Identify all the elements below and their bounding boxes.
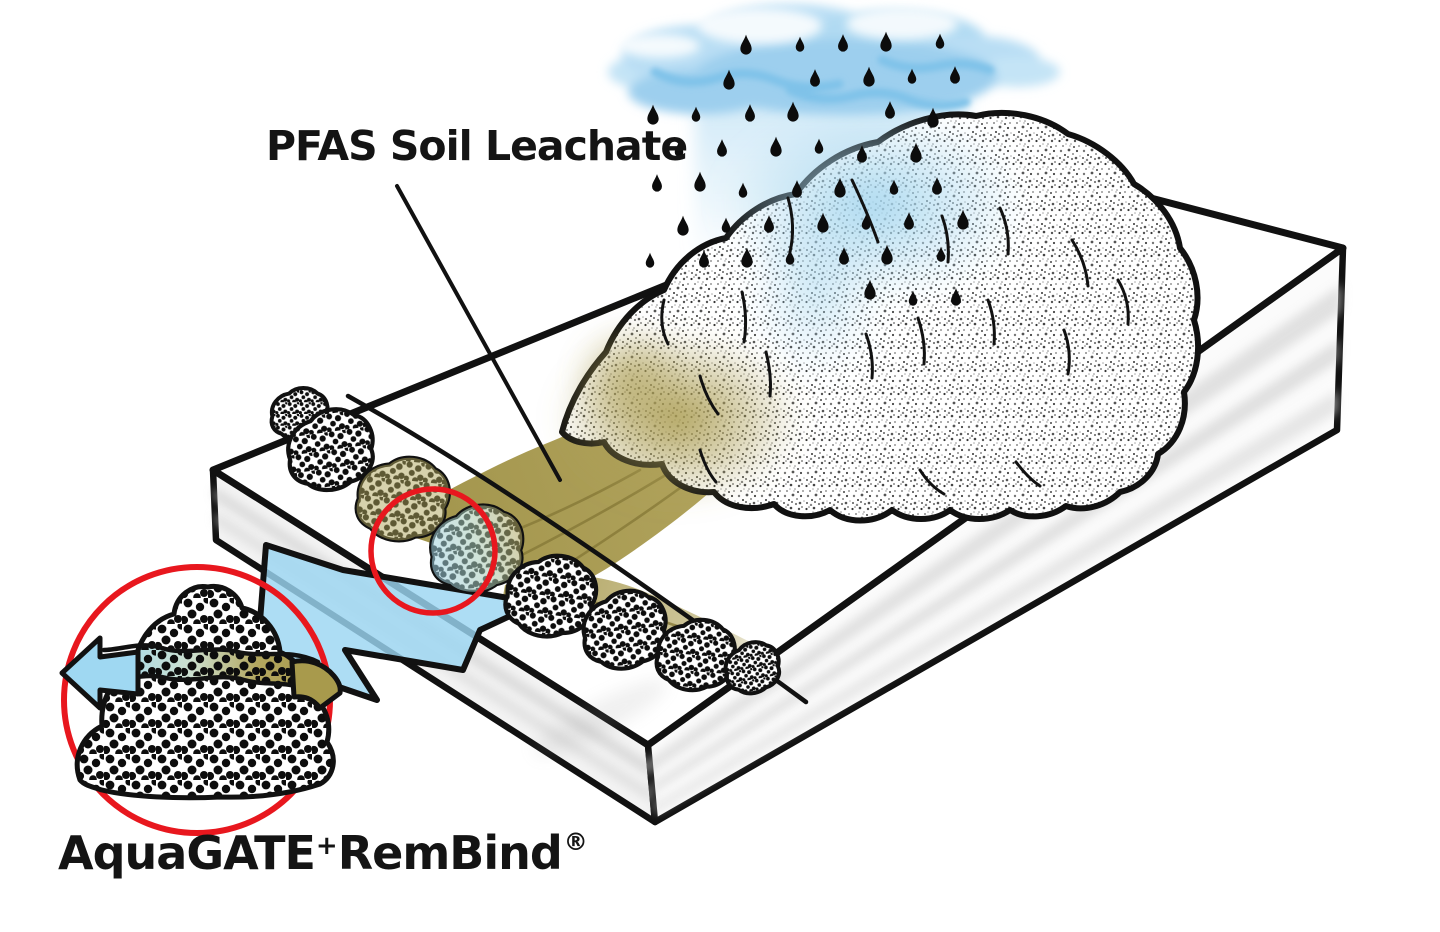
pile-crack-lines bbox=[660, 178, 1130, 496]
registered-trademark-symbol: ® bbox=[563, 828, 588, 856]
leachate-label: PFAS Soil Leachate bbox=[266, 122, 688, 170]
detail-leachate-inflow-ribbon bbox=[289, 658, 343, 711]
product-plus-sign: + bbox=[315, 831, 338, 861]
detail-clean-water-arrow bbox=[59, 635, 141, 711]
product-label: AquaGATE+RemBind® bbox=[58, 826, 588, 880]
product-name-rembind: RemBind bbox=[337, 826, 563, 880]
contaminated-soil-stockpile bbox=[553, 107, 1202, 524]
leachate-pointer-line bbox=[395, 184, 562, 482]
barrier-highlight-circle bbox=[368, 486, 498, 616]
product-name-aquagate: AquaGATE bbox=[58, 826, 316, 880]
